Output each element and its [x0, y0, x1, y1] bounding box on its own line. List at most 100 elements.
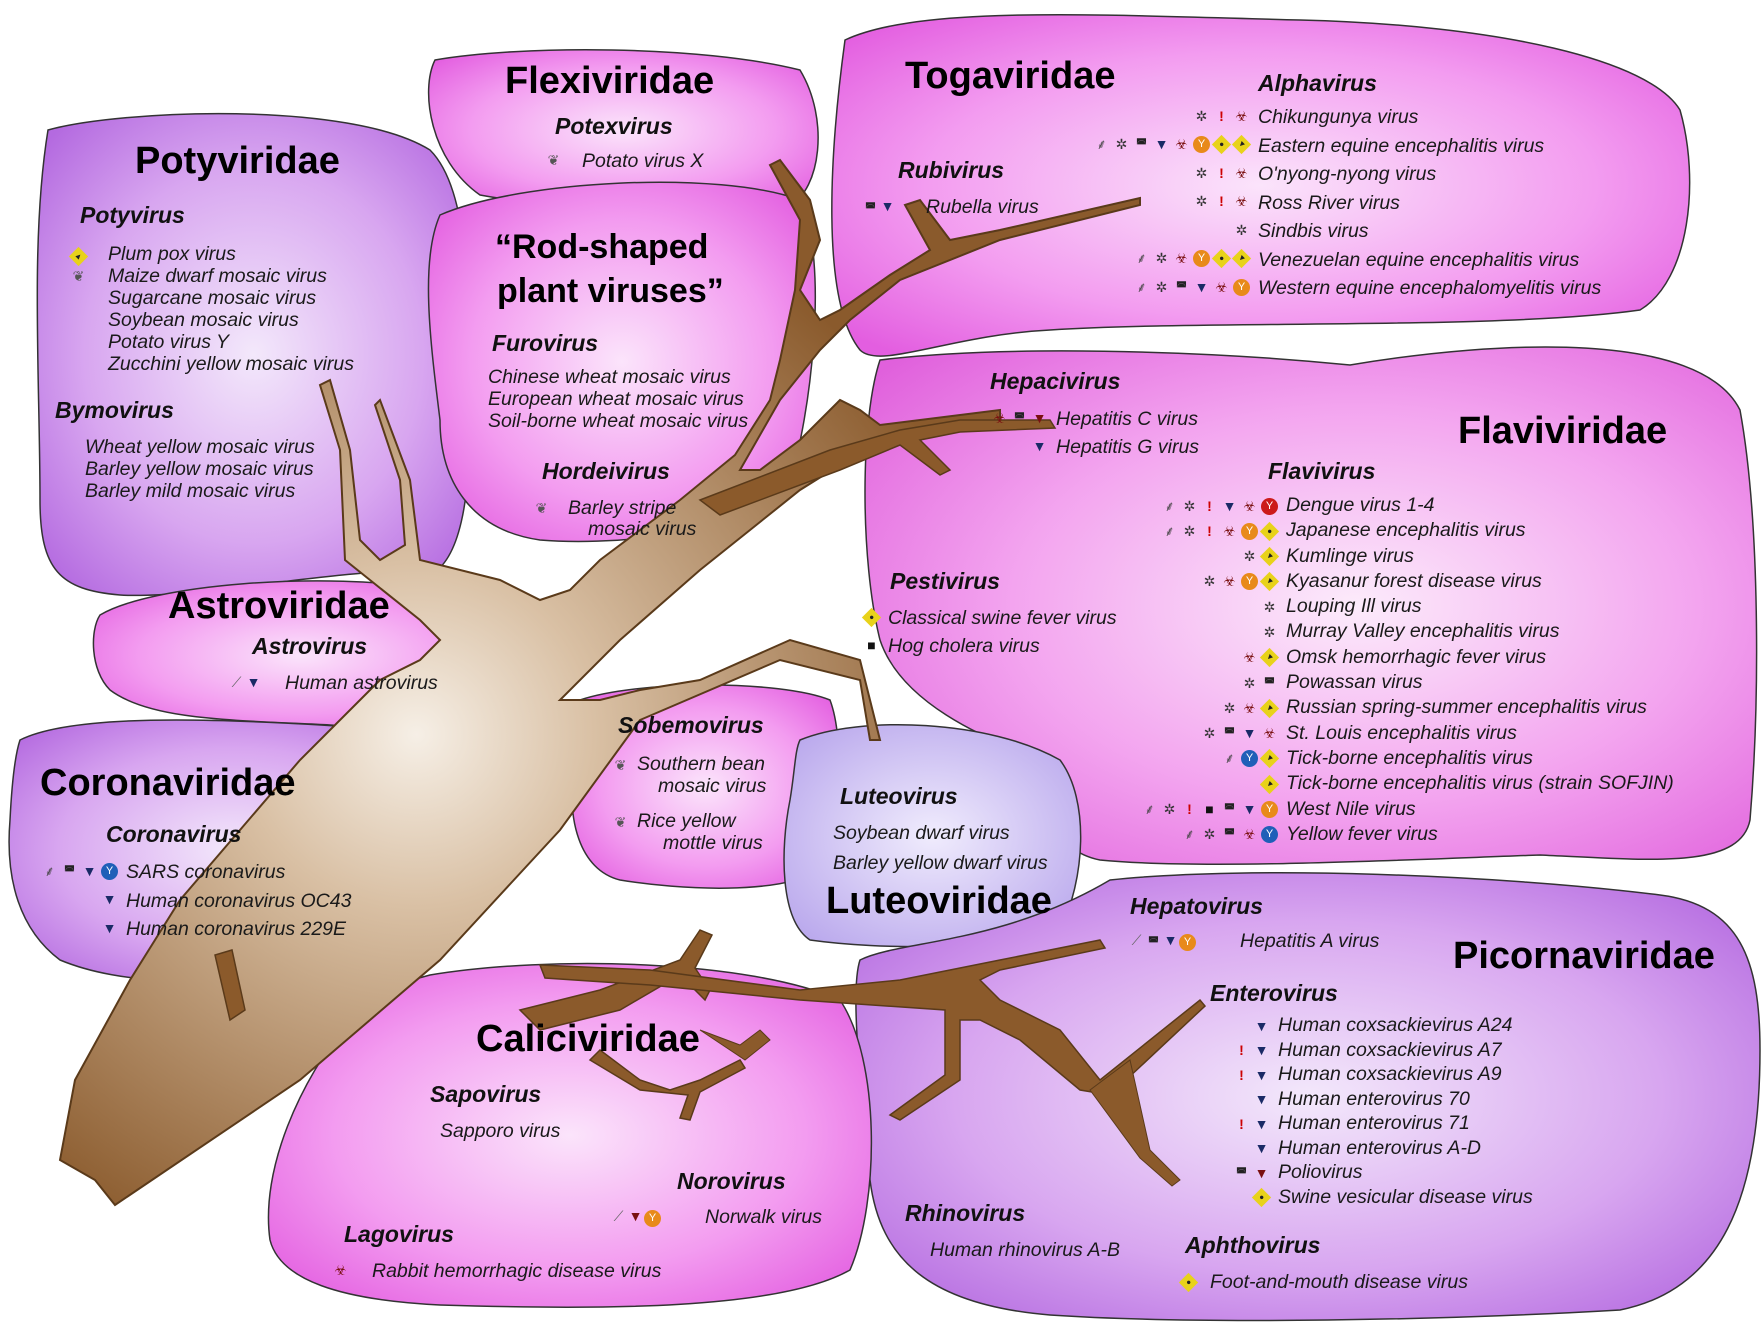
genus-astrovirus: Astrovirus [252, 633, 368, 659]
list-item: ⸙✲☣Y●▼ Venezuelan equine encephalitis vi… [1136, 246, 1601, 275]
virus-icons: !▼ [1233, 1038, 1270, 1064]
cdc-bioterrorism-icon: ◚ [865, 202, 876, 214]
virus-name: Hog cholera virus [888, 635, 1040, 657]
funnel-water-icon: ▼ [1254, 1017, 1269, 1034]
genus-furovirus: Furovirus [492, 330, 599, 356]
virus-icons: !▼ [1233, 1111, 1270, 1137]
yellow-diamond-animal-icon: ▼ [1259, 648, 1280, 668]
virus-icons: ▼ [101, 915, 118, 941]
virus-name: Tick-borne encephalitis virus (strain SO… [1286, 772, 1674, 795]
biohazard-icon: ☣ [1235, 107, 1248, 124]
funnel-water-icon: ▼ [102, 919, 117, 936]
virus-icons: ✲☣▼ [1221, 695, 1280, 721]
exclamation-alert-icon: ! [1239, 1066, 1244, 1083]
group-rod-shaped-title-line2: plant viruses” [497, 272, 724, 310]
virus-icons: ✲☣Y▼ [1201, 569, 1280, 595]
genus-sapovirus: Sapovirus [430, 1081, 542, 1107]
tick-vector-icon: ✲ [1235, 221, 1248, 238]
orange-vaccine-icon: Y [644, 1210, 661, 1227]
family-picornaviridae: Picornaviridae [1453, 935, 1715, 977]
yellow-diamond-animal-icon: ● [1259, 521, 1280, 541]
virus-icons: ☣◚▼ [991, 405, 1048, 431]
mosquito-vector-icon: ⸙ [1164, 497, 1175, 514]
virus-icons: ✲ [1261, 594, 1278, 620]
tick-vector-icon: ✲ [1195, 107, 1208, 124]
genus-norovirus: Norovirus [677, 1168, 786, 1194]
orange-vaccine-icon: Y [1193, 250, 1210, 267]
spoon-food-icon: ⟋ [231, 674, 242, 690]
exclamation-alert-icon: ! [1239, 1115, 1244, 1132]
yellow-diamond-animal-icon: ▼ [1259, 546, 1280, 567]
yellow-diamond-animal-icon: ▼ [1259, 698, 1280, 718]
plant-leaf-icon: ❦ [614, 814, 627, 830]
funnel-water-icon: ▼ [880, 198, 895, 214]
biohazard-icon: ☣ [1215, 278, 1228, 295]
genus-flavivirus: Flavivirus [1268, 458, 1376, 484]
funnel-water-icon: ▼ [1222, 497, 1237, 514]
list-item: ✲☣▼ Russian spring-summer encephalitis v… [1224, 695, 1674, 720]
virus-name: Murray Valley encephalitis virus [1286, 620, 1560, 643]
hordeivirus-species-line2: mosaic virus [588, 518, 697, 540]
flavivirus-species-list: ⸙✲!▼☣Y Dengue virus 1-4 ⸙✲!☣Y● Japanese … [1144, 493, 1674, 847]
list-item: ✲ Sindbis virus [1236, 217, 1601, 246]
virus-icons: ● [1251, 1185, 1272, 1211]
exclamation-alert-icon: ! [1219, 107, 1224, 124]
list-item: ● Classical swine fever virus [861, 604, 1117, 632]
genus-lagovirus: Lagovirus [344, 1221, 454, 1247]
virus-name: Louping Ill virus [1286, 595, 1422, 618]
funnel-water-icon: ▼ [1254, 1164, 1269, 1181]
sobemovirus-species-1-line1: Southern bean [637, 753, 765, 775]
biohazard-icon: ☣ [1175, 136, 1188, 152]
list-item: ☣▼ Omsk hemorrhagic fever virus [1243, 645, 1674, 670]
virus-name: Eastern equine encephalitis virus [1258, 134, 1545, 157]
tick-vector-icon: ✲ [1223, 699, 1236, 716]
virus-name: Dengue virus 1-4 [1286, 494, 1435, 516]
list-item: Chinese wheat mosaic virus [488, 366, 731, 388]
virus-name: Yellow fever virus [1286, 822, 1438, 845]
rubella-icons: ◚▼ [862, 198, 896, 217]
hordeivirus-species-line1: Barley stripe [568, 497, 677, 519]
genus-potexvirus: Potexvirus [555, 113, 673, 139]
cdc-bioterrorism-icon: ◚ [1264, 676, 1275, 689]
trunk-spur-corona [214, 949, 246, 1022]
virus-name: Hepatitis G virus [1056, 436, 1200, 458]
list-item: ✲!☣ Chikungunya virus [1196, 103, 1601, 132]
virus-icons: ▼ [1253, 1136, 1270, 1162]
tick-vector-icon: ✲ [1195, 193, 1208, 209]
mosquito-vector-icon: ⸙ [1136, 250, 1147, 266]
genus-hepatovirus: Hepatovirus [1130, 893, 1263, 919]
list-item: ▼ Human enterovirus A-D [1255, 1136, 1533, 1161]
sobemovirus-species-2-line1: Rice yellow [637, 810, 736, 832]
cdc-bioterrorism-icon: ◚ [1236, 1166, 1247, 1179]
yellow-diamond-animal-icon: ▼ [1259, 774, 1280, 794]
tick-vector-icon: ✲ [1203, 573, 1216, 590]
biohazard-icon: ☣ [1175, 250, 1188, 266]
virus-icons: ▼ [1253, 1013, 1270, 1039]
hepacivirus-species-list: ☣◚▼ Hepatitis C virus ▼ Hepatitis G viru… [993, 405, 1200, 461]
virus-name: Classical swine fever virus [888, 607, 1117, 629]
virus-icons: ◚▼ [1233, 1160, 1270, 1186]
orange-vaccine-icon: Y [1241, 573, 1258, 591]
funnel-water-icon: ▼ [1032, 409, 1047, 426]
virus-name: Omsk hemorrhagic fever virus [1286, 645, 1547, 668]
cdc-bioterrorism-icon: ◚ [1224, 828, 1235, 841]
blue-vaccine-icon: Y [101, 862, 118, 880]
orange-vaccine-icon: Y [1179, 934, 1196, 951]
virus-name: Human enterovirus 71 [1278, 1112, 1470, 1134]
biohazard-icon: ☣ [334, 1262, 347, 1278]
mosquito-vector-icon: ⸙ [44, 862, 55, 879]
virus-name: Human coronavirus 229E [126, 918, 347, 940]
astrovirus-icons: ⟋▼ [228, 674, 262, 692]
list-item: Barley mild mosaic virus [85, 480, 296, 502]
list-item: Barley yellow mosaic virus [85, 458, 314, 480]
tick-vector-icon: ✲ [1183, 497, 1196, 514]
list-item: Soil-borne wheat mosaic virus [488, 410, 749, 432]
genus-coronavirus: Coronavirus [106, 821, 242, 847]
potyvirus-icon-column: ▲ ❦ [68, 243, 89, 287]
blue-vaccine-icon: Y [1261, 826, 1278, 844]
tick-vector-icon: ✲ [1155, 278, 1168, 295]
plant-leaf-icon: ❦ [547, 152, 560, 168]
funnel-water-icon: ▼ [246, 674, 261, 690]
virus-icons: ✲◚ [1241, 670, 1278, 696]
yellow-diamond-animal-icon: ● [861, 607, 882, 627]
